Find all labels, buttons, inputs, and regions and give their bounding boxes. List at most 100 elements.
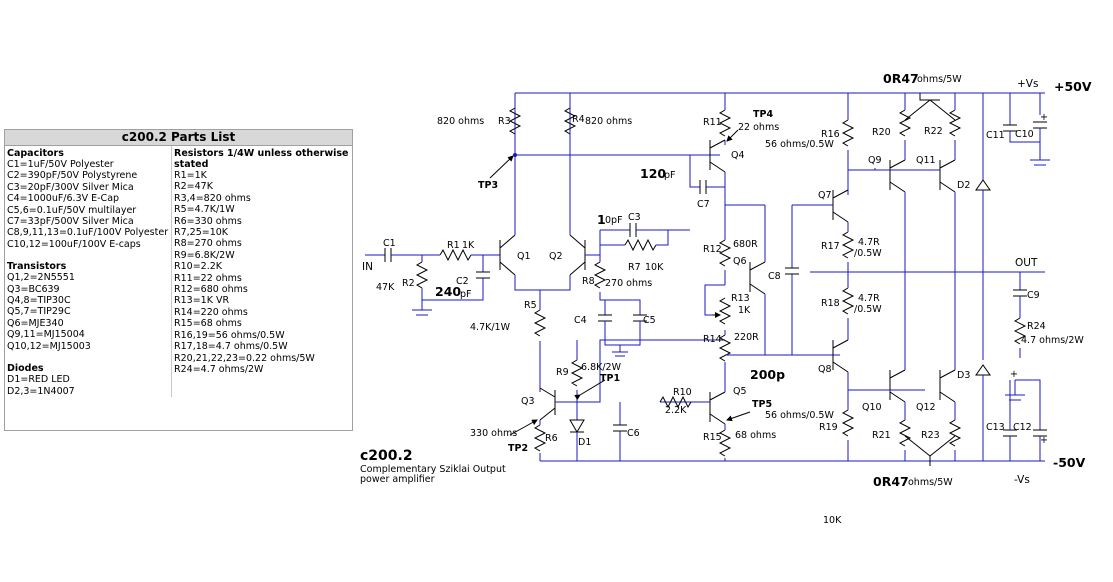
c8-label: C8 bbox=[768, 271, 781, 282]
r3-value: 820 ohms bbox=[437, 116, 484, 127]
parts-list-item: R2=47K bbox=[174, 181, 213, 193]
parts-list-item: R1=1K bbox=[174, 170, 207, 181]
driver-stage bbox=[659, 93, 840, 461]
r16-value: 56 ohms/0.5W bbox=[765, 139, 834, 150]
parts-list-item: Q6=MJE340 bbox=[7, 317, 64, 329]
capacitors-heading: Capacitors bbox=[7, 148, 64, 159]
parts-list-item: C3=20pF/300V Silver Mica bbox=[7, 181, 134, 193]
caption-line-1: Complementary Sziklai Output bbox=[360, 464, 506, 475]
r2-label: R2 bbox=[402, 278, 415, 289]
r8-value: 270 ohms bbox=[605, 278, 652, 289]
diodes-heading: Diodes bbox=[7, 363, 44, 375]
c11-label: C11 bbox=[986, 130, 1005, 141]
resistors-heading: Resistors 1/4W unless otherwise stated bbox=[174, 148, 349, 170]
supply-rails bbox=[515, 92, 1045, 462]
c7-unit: pF bbox=[664, 170, 676, 181]
caption-line-2: power amplifier bbox=[360, 474, 435, 485]
r11-value: 22 ohms bbox=[738, 122, 779, 133]
r14-value: 220R bbox=[734, 332, 759, 343]
r5-label: R5 bbox=[524, 300, 537, 311]
r15-label: R15 bbox=[703, 432, 722, 443]
negative-supply-label: -Vs bbox=[1014, 474, 1030, 486]
r3-label: R3 bbox=[498, 116, 511, 127]
parts-list-item: Q1,2=2N5551 bbox=[7, 272, 75, 284]
r6-label: R6 bbox=[545, 433, 558, 444]
d3-label: D3 bbox=[957, 370, 970, 381]
top-emitter-resistor-unit: ohms/5W bbox=[917, 74, 962, 85]
parts-list-item: R17,18=4.7 ohms/0.5W bbox=[174, 341, 288, 353]
r18-label: R18 bbox=[821, 298, 840, 309]
r7-value: 10K bbox=[645, 262, 664, 273]
parts-column-right: Resistors 1/4W unless otherwise stated R… bbox=[172, 146, 352, 397]
r19-value: 56 ohms/0.5W bbox=[765, 410, 834, 421]
r7-label: R7 bbox=[628, 262, 641, 273]
r5-value: 4.7K/1W bbox=[470, 322, 511, 333]
q8-label: Q8 bbox=[818, 364, 832, 375]
q2-label: Q2 bbox=[549, 251, 563, 262]
c7-label: C7 bbox=[697, 199, 710, 210]
r2-value: 47K bbox=[376, 282, 395, 293]
tp3-label: TP3 bbox=[478, 180, 498, 191]
r24-value: 4.7 ohms/2W bbox=[1021, 335, 1084, 346]
parts-list-item: C7=33pF/500V Silver Mica bbox=[7, 216, 134, 228]
component-labels: 820 ohms R3 R4 820 ohms TP3 C1 IN R1 1K … bbox=[362, 71, 1092, 526]
r17-value-1: 4.7R bbox=[858, 237, 880, 248]
r11-label: R11 bbox=[703, 117, 722, 128]
r9-label: R9 bbox=[556, 367, 569, 378]
r21-label: R21 bbox=[872, 430, 891, 441]
parts-list-item: Q10,12=MJ15003 bbox=[7, 340, 91, 352]
d1-label: D1 bbox=[578, 437, 591, 448]
parts-list-item: R6=330 ohms bbox=[174, 215, 242, 227]
parts-list-item: R12=680 ohms bbox=[174, 284, 248, 296]
tp2-label: TP2 bbox=[508, 443, 528, 454]
parts-list-item: C2=390pF/50V Polystyrene bbox=[7, 170, 138, 182]
parts-list-item: C8,9,11,13=0.1uF/100V Polyester bbox=[7, 227, 169, 239]
svg-text:+: + bbox=[1040, 435, 1048, 446]
q11-label: Q11 bbox=[916, 155, 936, 166]
r19-label: R19 bbox=[819, 422, 838, 433]
parts-list-item: R3,4=820 ohms bbox=[174, 192, 251, 204]
r10-label: R10 bbox=[673, 387, 692, 398]
top-emitter-resistor-value: 0R47 bbox=[883, 71, 919, 86]
stray-label: 10K bbox=[823, 515, 842, 526]
q12-label: Q12 bbox=[916, 402, 936, 413]
parts-list-item: C1=1uF/50V Polyester bbox=[7, 159, 114, 170]
r6-value: 330 ohms bbox=[470, 428, 517, 439]
q3-label: Q3 bbox=[521, 396, 535, 407]
q10-label: Q10 bbox=[862, 402, 882, 413]
svg-text:+: + bbox=[1010, 369, 1018, 380]
r8-label: R8 bbox=[582, 276, 595, 287]
parts-list-item: R14=220 ohms bbox=[174, 306, 248, 318]
parts-list-item: C4=1000uF/6.3V E-Cap bbox=[7, 193, 120, 205]
parts-list-item: R10=2.2K bbox=[174, 261, 222, 273]
parts-list-item: R7,25=10K bbox=[174, 227, 229, 239]
d2-label: D2 bbox=[957, 180, 970, 191]
bottom-emitter-resistor-unit: ohms/5W bbox=[908, 477, 953, 488]
parts-list-item: R11=22 ohms bbox=[174, 272, 242, 284]
c1-label: C1 bbox=[383, 238, 396, 249]
parts-list-item: D1=RED LED bbox=[7, 374, 70, 386]
output-stage bbox=[792, 93, 962, 466]
tp1-label: TP1 bbox=[600, 373, 620, 384]
parts-list-item: R13=1K VR bbox=[174, 295, 230, 307]
positive-supply-label: +Vs bbox=[1017, 78, 1038, 90]
c3-unit: 0pF bbox=[605, 215, 623, 226]
r23-label: R23 bbox=[921, 430, 940, 441]
r12-label: R12 bbox=[703, 244, 722, 255]
parts-list-item: R20,21,22,23=0.22 ohms/5W bbox=[174, 352, 315, 364]
parts-list-item: R9=6.8K/2W bbox=[174, 249, 235, 261]
input-stage bbox=[365, 93, 725, 461]
parts-list-item: D2,3=1N4007 bbox=[7, 385, 75, 397]
parts-list-item: R15=68 ohms bbox=[174, 318, 242, 330]
parts-list-item: R5=4.7K/1W bbox=[174, 204, 235, 216]
c2-value: 240 bbox=[435, 284, 461, 299]
tp4-label: TP4 bbox=[753, 109, 773, 120]
c4-label: C4 bbox=[574, 315, 587, 326]
r24-label: R24 bbox=[1027, 321, 1046, 332]
q9-label: Q9 bbox=[868, 155, 882, 166]
q7-label: Q7 bbox=[818, 190, 832, 201]
parts-list-item: C5,6=0.1uF/50V multilayer bbox=[7, 204, 137, 216]
